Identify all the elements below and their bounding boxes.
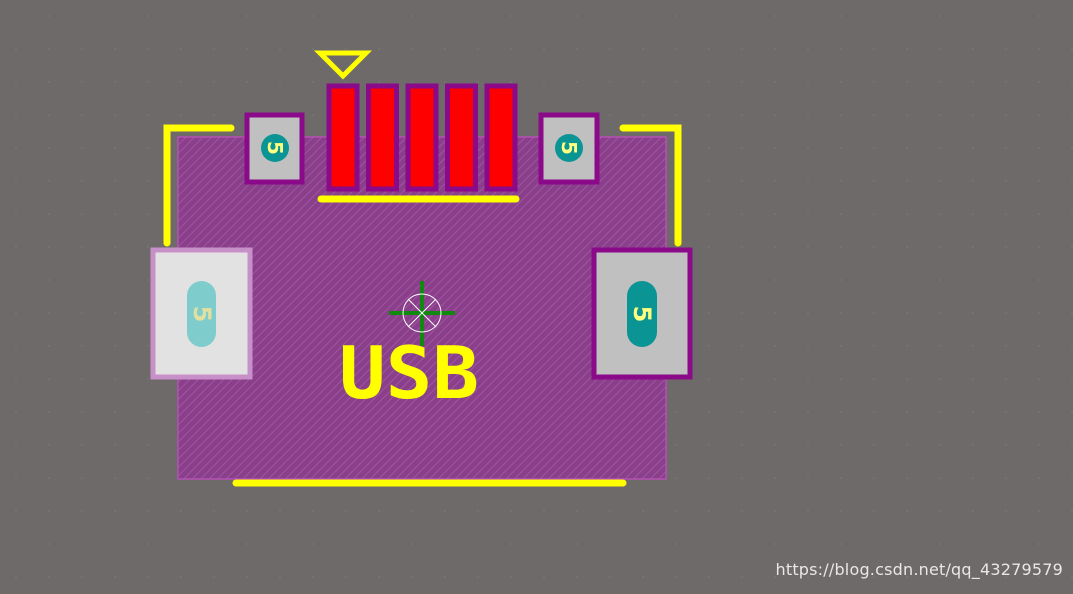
small-mount-pad-right[interactable]: 5 — [538, 112, 600, 185]
large-mount-pad-left-label: 5 — [188, 306, 216, 323]
signal-pad-3[interactable] — [405, 83, 439, 192]
pin1-marker-triangle — [313, 50, 373, 80]
signal-pads[interactable] — [326, 83, 518, 192]
origin-crosshair-icon[interactable] — [389, 281, 455, 346]
large-mount-pad-right-body[interactable] — [591, 247, 693, 380]
signal-pad-5[interactable] — [484, 83, 518, 192]
small-mount-pad-right-label: 5 — [557, 141, 581, 155]
signal-pad-1[interactable] — [326, 83, 360, 192]
designator-label[interactable]: USB — [339, 331, 479, 415]
large-mount-pad-right-label: 5 — [628, 306, 656, 323]
watermark-text: https://blog.csdn.net/qq_43279579 — [775, 560, 1063, 579]
large-mount-pad-left[interactable]: 5 — [150, 247, 253, 380]
large-mount-pad-right[interactable]: 5 — [591, 247, 693, 380]
silkscreen-left-corner — [163, 124, 235, 247]
signal-pad-2[interactable] — [366, 83, 399, 192]
silkscreen-right-corner — [619, 124, 682, 247]
signal-pad-4[interactable] — [445, 83, 478, 192]
small-mount-pad-left-drill — [261, 134, 289, 162]
large-mount-pad-right-slot — [627, 281, 657, 347]
origin-diag-2 — [407, 298, 437, 328]
origin-circle — [402, 293, 442, 333]
small-mount-pad-right-drill — [555, 134, 583, 162]
silkscreen-outline — [163, 124, 682, 487]
large-mount-pad-left-slot — [187, 281, 216, 347]
small-mount-pad-left[interactable]: 5 — [244, 112, 305, 185]
small-mount-pad-left-label: 5 — [263, 141, 287, 155]
